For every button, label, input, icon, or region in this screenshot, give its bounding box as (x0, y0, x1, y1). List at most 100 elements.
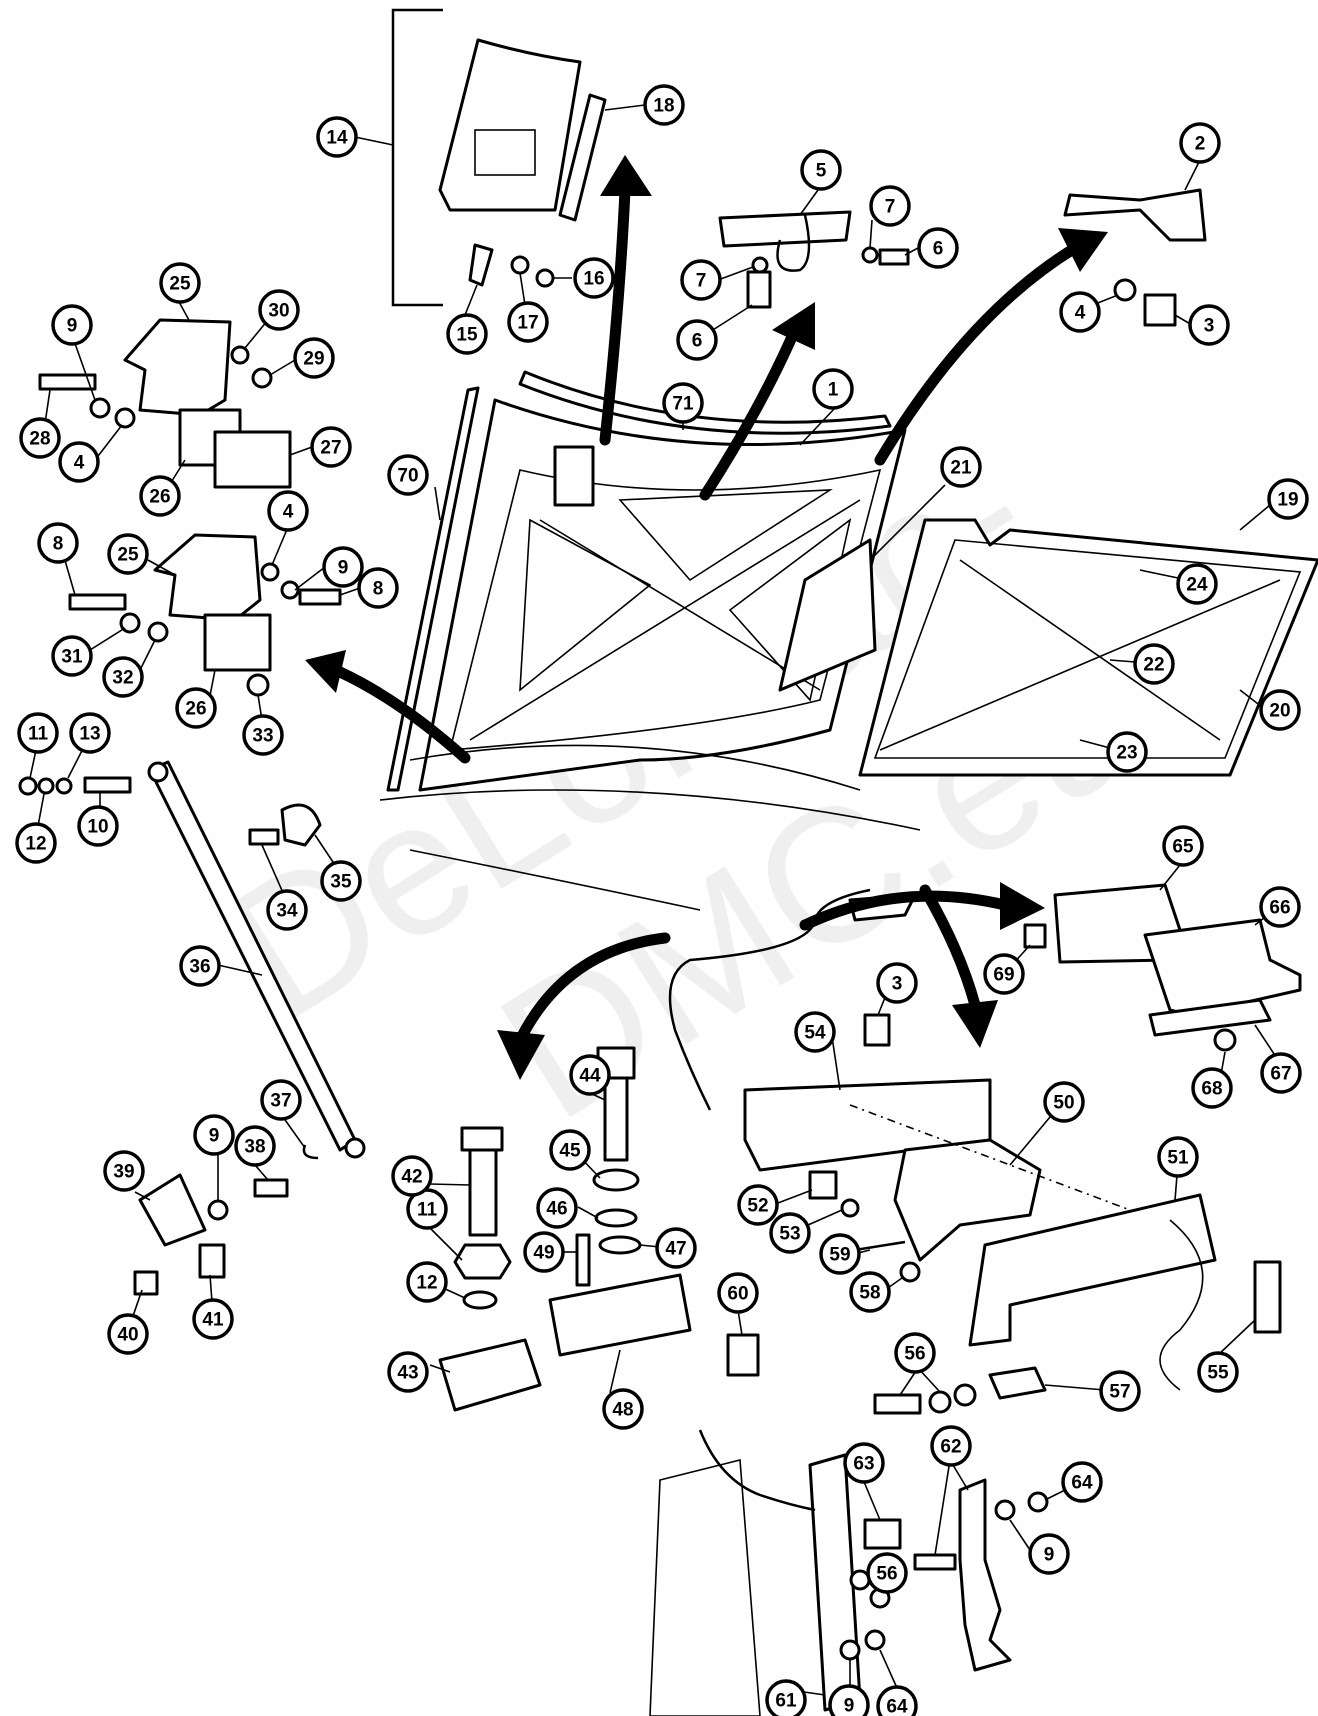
washer-53 (840, 1198, 860, 1218)
callout-41: 41 (192, 1298, 234, 1340)
callout-circle (769, 1212, 811, 1254)
leader-29 (269, 359, 296, 376)
callout-18: 18 (643, 84, 685, 126)
callout-19: 19 (1267, 478, 1309, 520)
callout-56: 56 (866, 1552, 908, 1594)
callout-circle (310, 426, 352, 468)
callout-circle (387, 1351, 429, 1393)
callout-circle (917, 227, 959, 269)
leader-15 (464, 284, 478, 316)
washer-12-pad (462, 1290, 498, 1310)
callout-12: 12 (15, 822, 57, 864)
callout-circle (107, 533, 149, 575)
callout-label: 7 (696, 271, 707, 292)
leader-39 (134, 1191, 151, 1201)
callout-49: 49 (523, 1231, 565, 1273)
callout-label: 9 (338, 558, 349, 579)
callout-circle (266, 889, 308, 931)
bolt-42 (468, 1133, 498, 1237)
callout-label: 38 (244, 1137, 265, 1158)
callout-label: 27 (320, 438, 341, 459)
bolt-52 (808, 1170, 838, 1200)
callout-circle (322, 546, 364, 588)
stud-56 (873, 1393, 922, 1415)
callout-11: 11 (17, 712, 59, 754)
side-rail-70 (386, 386, 480, 792)
callout-label: 52 (747, 1196, 768, 1217)
callout-label: 23 (1116, 743, 1137, 764)
top-left-detail-group (391, 8, 607, 307)
callout-label: 55 (1207, 1363, 1229, 1384)
callout-label: 4 (1075, 303, 1086, 324)
callout-circle (1157, 1136, 1199, 1178)
callout-circle (507, 301, 549, 343)
arrow-head-to-catch (772, 302, 815, 350)
callout-circle (58, 441, 100, 483)
washer-9-hinge-lower (280, 580, 300, 600)
washer-4-hinge-lower (260, 562, 280, 582)
callout-circle (869, 185, 911, 227)
cover-seal-71 (518, 370, 892, 435)
callout-label: 64 (886, 1697, 908, 1716)
callout-4: 4 (267, 490, 309, 532)
callout-6: 6 (676, 319, 718, 361)
leader-6-right (904, 247, 919, 256)
callout-label: 26 (185, 699, 206, 720)
callout-circle (828, 1684, 870, 1716)
arrow-head-to-striker (1000, 882, 1045, 930)
door-panel-outline (649, 1458, 761, 1716)
callout-label: 70 (397, 466, 418, 487)
callout-label: 15 (456, 325, 478, 346)
arrow-head-to-bumper (497, 1030, 545, 1080)
bodywork-curve (1159, 1219, 1204, 1391)
callout-circle (175, 687, 217, 729)
callout-circle (391, 1155, 433, 1197)
callout-circle (267, 490, 309, 532)
callout-circle (357, 567, 399, 609)
callout-17: 17 (507, 301, 549, 343)
callout-6: 6 (917, 227, 959, 269)
callout-label: 11 (417, 1200, 438, 1221)
callout-7: 7 (869, 185, 911, 227)
callout-3: 3 (1188, 304, 1230, 346)
clip-15 (468, 243, 494, 287)
callout-circle (983, 953, 1025, 995)
bolt-6-right (878, 248, 910, 266)
callout-label: 10 (87, 817, 108, 838)
bolt-8-left (68, 593, 127, 611)
leader-4-hinge-upper (94, 424, 123, 461)
callout-43: 43 (387, 1351, 429, 1393)
callout-circle (1162, 825, 1204, 867)
leader-11-pad (429, 1227, 463, 1261)
callout-label: 18 (653, 96, 674, 117)
callout-label: 60 (727, 1284, 748, 1305)
leader-57 (1044, 1384, 1106, 1391)
callout-4: 4 (1059, 291, 1101, 333)
callout-circle (1188, 304, 1230, 346)
callout-circle (192, 1298, 234, 1340)
arrow-shaft-to-bumper (514, 932, 671, 1046)
callout-circle (316, 116, 358, 158)
callout-circle (655, 1227, 697, 1269)
lever-62 (958, 1478, 1012, 1672)
callout-circle (139, 475, 181, 517)
callout-circle (69, 712, 111, 754)
engine-bay-lip (409, 744, 861, 791)
callout-label: 2 (1195, 134, 1206, 155)
catch-plate-5 (718, 210, 852, 248)
callout-circle (794, 1011, 836, 1053)
callout-label: 56 (876, 1564, 897, 1585)
callout-label: 43 (397, 1363, 418, 1384)
callout-circle (1179, 122, 1221, 164)
arrow-shaft-to-catch (699, 324, 801, 501)
leader-65 (1159, 864, 1181, 891)
callout-9: 9 (1028, 1533, 1070, 1575)
callout-circle (1176, 563, 1218, 605)
seal-inner-22 (873, 539, 1302, 759)
callout-label: 39 (113, 1162, 134, 1183)
callout-label: 19 (1277, 490, 1298, 511)
washer-30 (230, 345, 250, 365)
leader-35 (314, 834, 336, 866)
hinge-upper-group (38, 318, 292, 489)
leader-11-strut (29, 749, 37, 779)
